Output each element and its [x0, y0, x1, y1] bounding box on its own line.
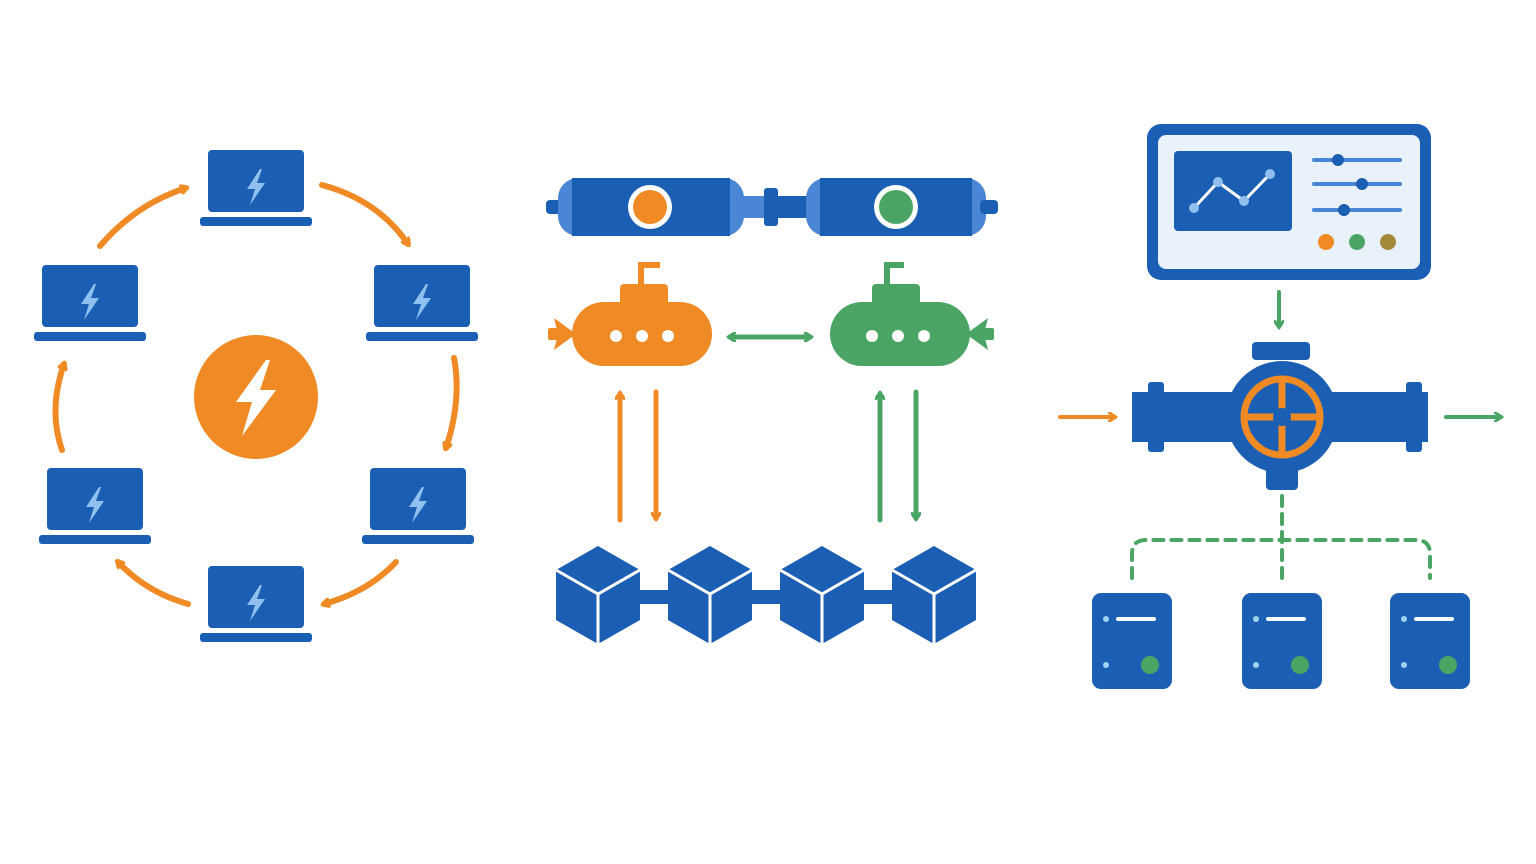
pipe-segment-icon: [546, 178, 768, 236]
server-icon: [1390, 593, 1470, 689]
server-icon: [1242, 593, 1322, 689]
submarine-icon: [830, 262, 994, 366]
laptop-icon: [34, 265, 146, 341]
pipe-segment-icon: [806, 178, 998, 236]
orange-vertical-arrows: [620, 389, 656, 523]
ring-arrows: [52, 182, 460, 604]
network-ring: [34, 150, 478, 642]
server-icon: [1092, 593, 1172, 689]
green-vertical-arrows: [880, 389, 916, 523]
submarine-icon: [548, 262, 712, 366]
status-light-olive: [1380, 234, 1396, 250]
distribution-lines: [1130, 494, 1432, 580]
valve-icon: [1132, 342, 1428, 490]
slider-controls: [1312, 154, 1402, 216]
laptop-icon: [362, 468, 474, 544]
laptop-icon: [200, 150, 312, 226]
laptop-icon: [200, 566, 312, 642]
status-light-green: [1349, 234, 1365, 250]
laptop-icon: [366, 265, 478, 341]
blockchain-icon: [554, 544, 978, 646]
pipeline-control: [1058, 124, 1500, 689]
status-light-orange: [1318, 234, 1334, 250]
dashboard-monitor-icon: [1147, 124, 1431, 280]
lightning-hub-icon: [194, 335, 318, 459]
pipe-coupling: [764, 188, 808, 226]
channel-diagram: [546, 178, 998, 646]
laptop-icon: [39, 468, 151, 544]
